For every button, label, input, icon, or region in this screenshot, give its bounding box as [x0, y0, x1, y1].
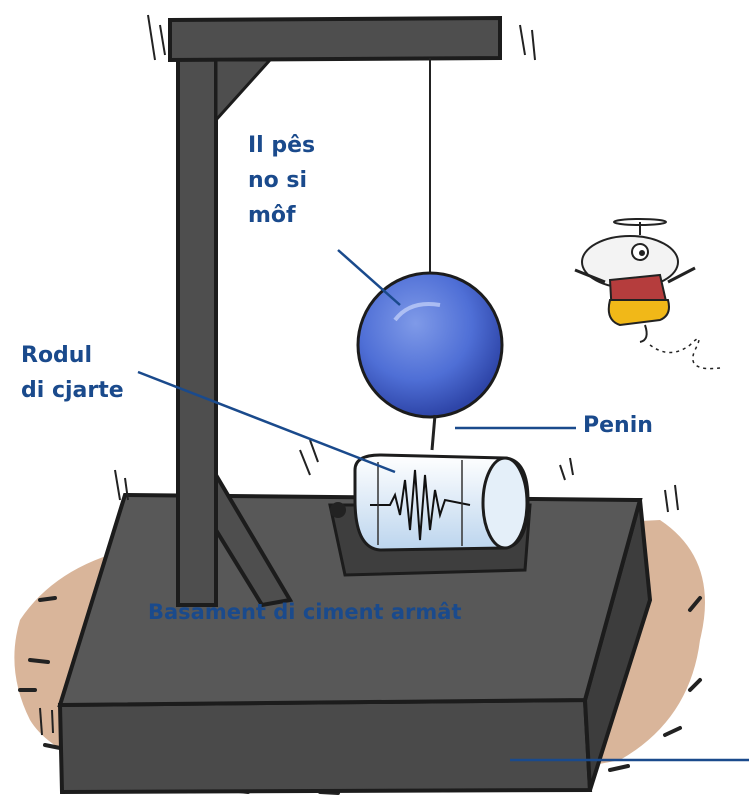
drum-label-line-2: di cjarte — [21, 373, 124, 408]
drum-label-line-1: Rodul — [21, 338, 124, 373]
weight-label-line-2: no si — [248, 163, 315, 198]
base-front — [60, 700, 590, 792]
weight-label: Il pês no si môf — [248, 128, 315, 233]
weight-label-line-1: Il pês — [248, 128, 315, 163]
flying-character-icon — [575, 219, 720, 369]
frame-brace-top — [216, 60, 270, 120]
pen-label: Penin — [583, 408, 653, 443]
weight-label-line-3: môf — [248, 198, 315, 233]
pendulum-weight — [358, 273, 502, 417]
frame-beam — [170, 18, 500, 60]
base-label: Basament di ciment armât — [148, 595, 462, 630]
drum-label: Rodul di cjarte — [21, 338, 124, 408]
frame-post — [178, 40, 216, 605]
